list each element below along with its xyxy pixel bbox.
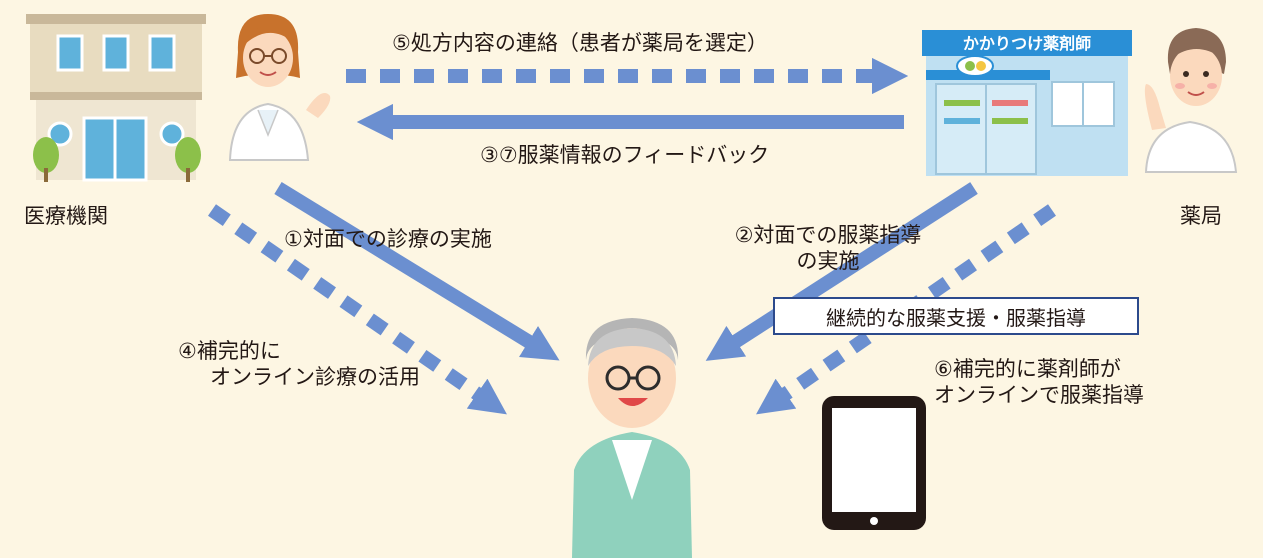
hospital-building-icon [26,14,206,182]
flow-step1-label: ①対面での診療の実施 [284,227,492,251]
flow-step6-line1: ⑥補完的に薬剤師が [934,357,1121,381]
arrow-pharmacy-to-patient-face [705,182,978,361]
flow-step2-label: ②対面での服薬指導 の実施 [712,222,944,275]
flow-step37-label: ③⑦服薬情報のフィードバック [480,143,770,167]
arrow-clinic-to-patient-face [274,182,560,361]
pharmacy-sign: かかりつけ薬剤師 [963,34,1091,53]
patient-icon [572,318,692,558]
clinic-label: 医療機関 [24,204,108,228]
continuous-support-box: 継続的な服薬支援・服薬指導 [773,297,1139,335]
pharmacist-icon [1144,28,1238,173]
flow-step6-line2: オンラインで服薬指導 [934,383,1144,408]
flow-step4-label: ④補完的に オンライン診療の活用 [178,338,420,391]
pharmacy-label: 薬局 [1180,204,1222,228]
flow-step2-line2: の実施 [796,249,860,274]
flow-step4-line2: オンライン診療の活用 [210,365,420,390]
doctor-icon [228,14,331,161]
arrow-clinic-to-patient-online [208,204,507,415]
tablet-icon [822,396,926,530]
pharmacy-store-icon: かかりつけ薬剤師 [922,30,1132,176]
flow-step6-label: ⑥補完的に薬剤師が オンラインで服薬指導 [934,356,1144,409]
flow-step2-line1: ②対面での服薬指導 [734,223,922,247]
flow-step4-line1: ④補完的に [178,339,281,363]
flow-step5-label: ⑤処方内容の連絡（患者が薬局を選定） [392,31,768,55]
